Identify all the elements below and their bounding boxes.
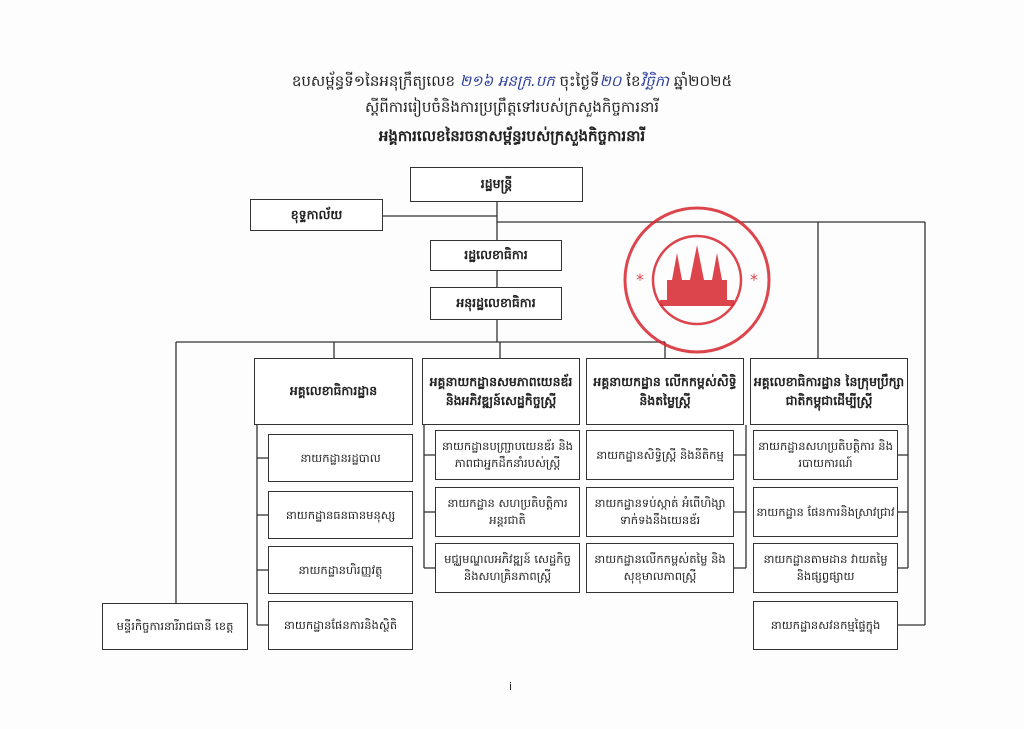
unit-box: នាយកដ្ឋានលើកកម្ពស់តម្លៃ និងសុខុមាលភាពស្ត… bbox=[586, 543, 734, 593]
department-box: អគ្គលេខាធិការដ្ឋាន នៃក្រុមប្រឹក្សាជាតិកម… bbox=[750, 358, 908, 425]
decree-number: ២១៦ អនក្រ.បក bbox=[459, 72, 555, 90]
unit-box: នាយកដ្ឋានតាមដាន វាយតម្លៃ និងផ្សព្វផ្សាយ bbox=[753, 543, 898, 593]
svg-text:*: * bbox=[750, 270, 758, 289]
header-text: ឧបសម្ព័ន្ធទី១នៃអនុក្រឹត្យលេខ bbox=[291, 72, 456, 90]
unit-box: នាយកដ្ឋានហិរញ្ញវត្ថុ bbox=[268, 546, 413, 594]
unit-box: នាយកដ្ឋានធនធានមនុស្ស bbox=[268, 491, 413, 539]
month: វិច្ឆិកា bbox=[640, 72, 670, 90]
department-box: អគ្គលេខាធិការដ្ឋាន bbox=[254, 358, 413, 425]
provincial-department-box: មន្ទីរកិច្ចការនារីរាជធានី ខេត្ត bbox=[102, 603, 248, 650]
unit-box: មជ្ឈមណ្ឌលអភិវឌ្ឍន៍ សេដ្ឋកិច្ចនិងសហគ្រិនភ… bbox=[435, 543, 580, 593]
minister-box: រដ្ឋមន្ត្រី bbox=[410, 167, 583, 202]
unit-box: នាយកដ្ឋានទប់ស្កាត់ អំពើហិង្សាទាក់ទងនឹងយេ… bbox=[586, 487, 734, 537]
undersecretary-box: អនុរដ្ឋលេខាធិការ bbox=[430, 287, 562, 320]
department-box: អគ្គនាយកដ្ឋាន លើកកម្ពស់សិទ្ធិនិងតម្លៃស្ត… bbox=[586, 358, 744, 425]
secretary-of-state-box: រដ្ឋលេខាធិការ bbox=[430, 240, 562, 271]
header-text: ខែ bbox=[626, 72, 641, 90]
header-text: ចុះថ្ងៃទី bbox=[559, 72, 600, 90]
unit-box: នាយកដ្ឋានសិទ្ធិស្ត្រី និងនីតិកម្ម bbox=[586, 430, 734, 480]
unit-box: នាយកដ្ឋានរដ្ឋបាល bbox=[268, 434, 413, 482]
unit-box: នាយកដ្ឋាន ផែនការនិងស្រាវជ្រាវ bbox=[753, 487, 898, 537]
header-line-1: ឧបសម្ព័ន្ធទី១នៃអនុក្រឹត្យលេខ ២១៦ អនក្រ.ប… bbox=[0, 72, 1024, 94]
unit-box: នាយកដ្ឋានសហប្រតិបត្តិការ និងរបាយការណ៍ bbox=[753, 430, 898, 480]
unit-box: នាយកដ្ឋាន សហប្រតិបត្តិការអន្តរជាតិ bbox=[435, 487, 580, 537]
page-title: អង្គការលេខនៃរចនាសម្ព័ន្ធរបស់ក្រសួងកិច្ចក… bbox=[378, 127, 646, 145]
department-box: អគ្គនាយកដ្ឋានសមភាពយេនឌ័រ និងអភិវឌ្ឍន៍សេដ… bbox=[422, 358, 580, 425]
year: ឆ្នាំ២០២៥ bbox=[673, 72, 733, 90]
svg-text:*: * bbox=[636, 270, 644, 289]
unit-box: នាយកដ្ឋានបញ្ជ្រាបយេនឌ័រ និងភាពជាអ្នកដឹកន… bbox=[435, 430, 580, 480]
header-line-2: ស្ដីពីការរៀបចំនិងការប្រព្រឹត្តទៅរបស់ក្រស… bbox=[365, 98, 659, 116]
unit-box: នាយកដ្ឋានផែនការនិងស្ថិតិ bbox=[268, 601, 413, 650]
day: ២០ bbox=[599, 72, 622, 90]
internal-audit-box: នាយកដ្ឋានសវនកម្មផ្ទៃក្នុង bbox=[753, 601, 898, 650]
cabinet-box: ខុទ្ទកាល័យ bbox=[250, 199, 383, 231]
official-seal-stamp: * * bbox=[623, 206, 771, 354]
page-number: i bbox=[509, 680, 513, 693]
